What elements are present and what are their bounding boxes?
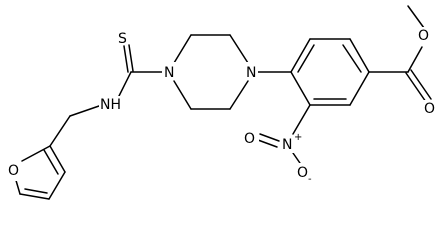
nitro-o-charge: - bbox=[308, 174, 312, 185]
bond-cs-double-a bbox=[123, 45, 129, 73]
nitro-n-label: N bbox=[282, 137, 292, 153]
bond-c-nh bbox=[117, 71, 132, 99]
bond-pip-6 bbox=[173, 80, 192, 110]
bond-co-double-b bbox=[410, 69, 432, 100]
piperazine-n-right-label: N bbox=[246, 65, 256, 81]
piperazine-n-left-label: N bbox=[164, 65, 174, 81]
furan-oxygen-label: O bbox=[8, 163, 19, 179]
ester-ether-oxygen-label: O bbox=[418, 28, 429, 44]
bond-ar-inner-1 bbox=[297, 44, 315, 73]
amide-nh-label: NH bbox=[100, 97, 121, 113]
sulfur-label: S bbox=[118, 31, 127, 47]
bond-c-o-ether bbox=[407, 46, 423, 73]
nitro-o-single-label: O bbox=[297, 165, 308, 181]
bond-ar-nitro bbox=[292, 104, 311, 135]
bond-fur-3-inner bbox=[24, 188, 48, 194]
bond-fur-5 bbox=[21, 145, 51, 162]
bond-pip-3 bbox=[229, 34, 249, 64]
bond-ar-3 bbox=[349, 38, 370, 73]
bond-co-double-a bbox=[405, 72, 427, 103]
nitro-n-charge: + bbox=[294, 132, 302, 143]
ester-carbonyl-oxygen-label: O bbox=[424, 101, 435, 117]
bond-no-double-a bbox=[259, 133, 280, 142]
bond-ar-1 bbox=[290, 38, 311, 73]
bond-ar-4 bbox=[349, 71, 370, 106]
bond-nh-ch2 bbox=[69, 105, 100, 117]
bond-fur-1 bbox=[49, 145, 66, 173]
nitro-o-double-label: O bbox=[244, 131, 255, 147]
bond-cs-double-b bbox=[128, 44, 134, 72]
bond-fur-3 bbox=[19, 193, 50, 200]
bond-no-double-b bbox=[257, 139, 278, 148]
bond-fur-2 bbox=[48, 171, 66, 200]
bond-pip-1 bbox=[173, 34, 192, 64]
molecule-structure: S N N NH O O O N + O O - bbox=[8, 5, 436, 200]
bond-fur-1-inner bbox=[43, 149, 59, 175]
bond-ar-6 bbox=[290, 71, 311, 106]
bond-pip-4 bbox=[229, 80, 249, 110]
bond-ch2-furan bbox=[49, 115, 71, 147]
bond-o-methyl bbox=[407, 5, 425, 29]
bond-ar-inner-2 bbox=[342, 44, 362, 73]
